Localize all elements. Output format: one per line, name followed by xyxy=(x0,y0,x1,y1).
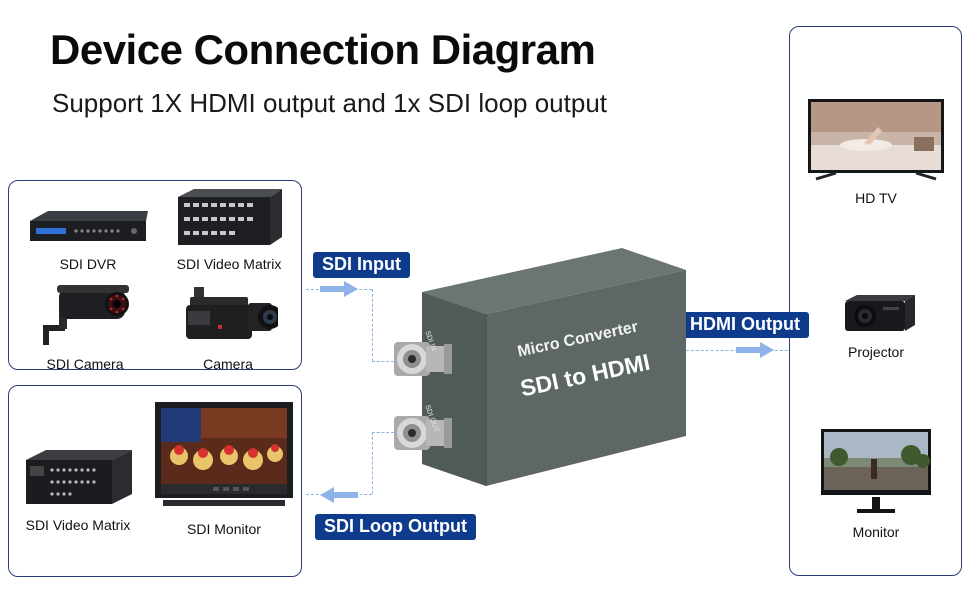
camcorder-icon xyxy=(178,283,282,352)
field-monitor-icon xyxy=(153,400,295,517)
device-camera: Camera xyxy=(173,283,283,372)
input-devices-panel: SDI DVR SDI Video Matrix xyxy=(8,180,302,372)
sdi-loop-output-tag: SDI Loop Output xyxy=(315,514,476,540)
sdi-input-tag: SDI Input xyxy=(313,252,410,278)
page-title: Device Connection Diagram xyxy=(50,26,596,73)
hdmi-output-tag: HDMI Output xyxy=(681,312,809,338)
sdi-input-line-vertical xyxy=(372,289,373,361)
device-label: SDI Camera xyxy=(46,356,124,372)
device-label: HD TV xyxy=(855,190,897,206)
device-label: Monitor xyxy=(852,524,900,540)
device-label: Projector xyxy=(847,344,905,360)
device-sdi-video-matrix-loop: SDI Video Matrix xyxy=(15,446,141,533)
sdi-loop-line-from-port xyxy=(372,432,394,433)
tv-icon xyxy=(806,97,946,186)
converter-device: Micro Converter SDI to HDMI SDI IN SDI O… xyxy=(392,240,686,490)
device-sdi-dvr: SDI DVR xyxy=(23,207,153,272)
sdi-input-arrow-icon xyxy=(320,281,358,297)
hdmi-output-line xyxy=(676,350,788,351)
output-devices-panel: HD TV Projector xyxy=(789,26,962,576)
device-monitor: Monitor xyxy=(816,427,936,540)
device-projector: Projector xyxy=(826,293,926,360)
device-sdi-monitor: SDI Monitor xyxy=(149,400,299,537)
sdi-loop-arrow-icon xyxy=(320,487,358,503)
device-sdi-camera: SDI Camera xyxy=(35,283,135,372)
device-sdi-video-matrix: SDI Video Matrix xyxy=(169,187,289,272)
video-matrix-rack-icon xyxy=(20,446,136,513)
device-hd-tv: HD TV xyxy=(806,97,946,206)
device-label: Camera xyxy=(203,356,253,372)
hdmi-output-arrow-icon xyxy=(736,342,774,358)
device-label: SDI Monitor xyxy=(187,521,261,537)
sdi-loop-line-vertical xyxy=(372,432,373,494)
sdi-input-line-to-port xyxy=(372,361,394,362)
page-subtitle: Support 1X HDMI output and 1x SDI loop o… xyxy=(52,88,608,118)
dvr-icon xyxy=(26,207,150,252)
converter-body-icon xyxy=(394,248,686,486)
monitor-icon xyxy=(819,427,933,520)
device-label: SDI Video Matrix xyxy=(25,517,131,533)
projector-icon xyxy=(835,293,917,340)
video-matrix-icon xyxy=(174,187,284,252)
loop-devices-panel: SDI Video Matrix SDI Mo xyxy=(8,385,302,577)
device-label: SDI DVR xyxy=(59,256,117,272)
device-label: SDI Video Matrix xyxy=(176,256,282,272)
cctv-camera-icon xyxy=(37,283,133,352)
